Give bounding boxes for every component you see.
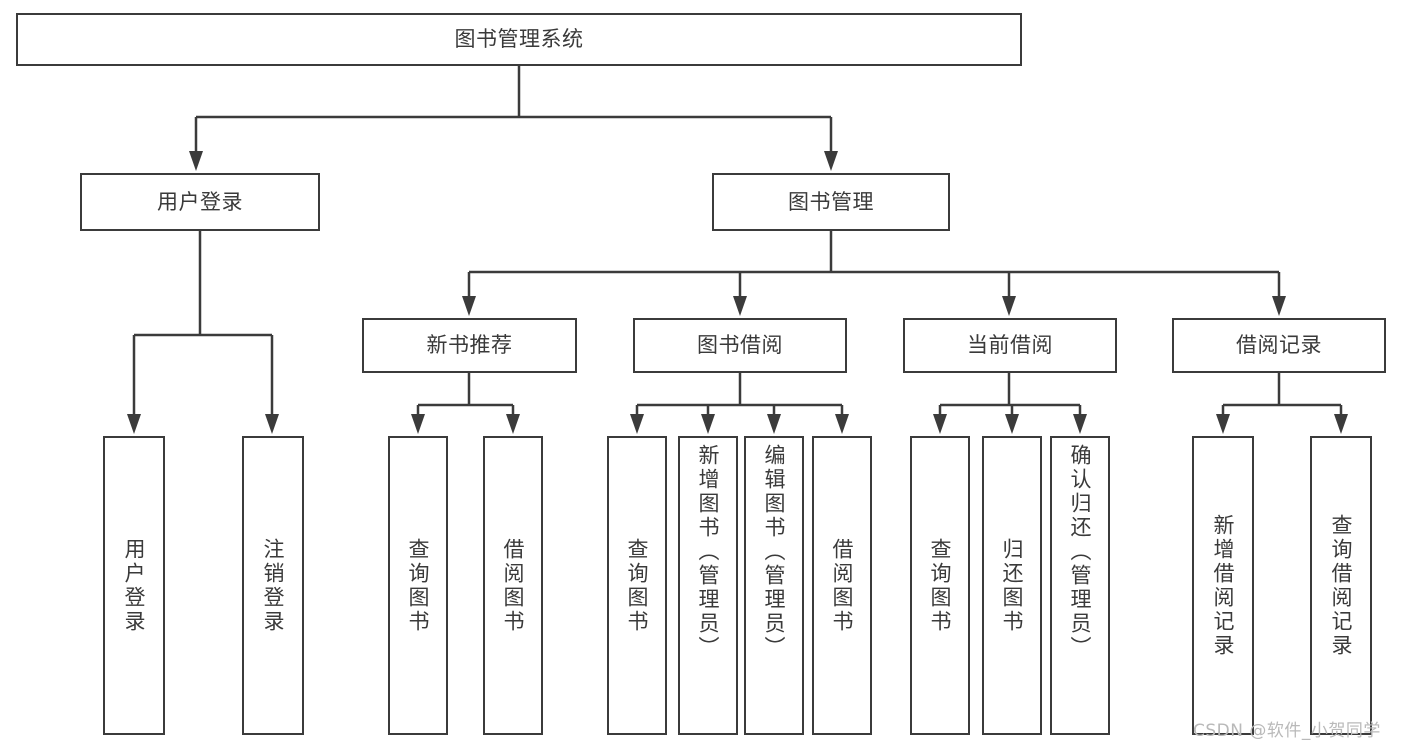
node-leaf-borrow-book-2[interactable]: 借阅图书 [812, 436, 872, 735]
node-label: 新增借阅记录 [1211, 513, 1236, 658]
watermark-text: CSDN @软件_小贺同学 [1193, 721, 1381, 741]
node-label: 查询图书 [928, 537, 953, 634]
node-leaf-logout-login[interactable]: 注销登录 [242, 436, 304, 735]
node-label: 借阅图书 [501, 537, 526, 634]
node-new-book-recommend[interactable]: 新书推荐 [362, 318, 577, 373]
node-label: 查询图书 [406, 537, 431, 634]
node-book-manage[interactable]: 图书管理 [712, 173, 950, 231]
node-book-borrow[interactable]: 图书借阅 [633, 318, 847, 373]
node-leaf-query-book-3[interactable]: 查询图书 [910, 436, 970, 735]
node-label: 借阅图书 [830, 537, 855, 634]
node-user-login[interactable]: 用户登录 [80, 173, 320, 231]
node-borrow-record[interactable]: 借阅记录 [1172, 318, 1386, 373]
node-label: 用户登录 [122, 537, 147, 634]
node-leaf-edit-book[interactable]: 编辑图书（管理员） [744, 436, 804, 735]
node-label: 借阅记录 [1236, 333, 1322, 358]
node-leaf-query-book-1[interactable]: 查询图书 [388, 436, 448, 735]
node-label: 用户登录 [157, 189, 243, 214]
node-label: 图书管理 [788, 189, 874, 214]
node-root[interactable]: 图书管理系统 [16, 13, 1022, 66]
node-label: 编辑图书（管理员） [762, 444, 787, 660]
node-label: 注销登录 [261, 537, 286, 634]
node-leaf-return-book[interactable]: 归还图书 [982, 436, 1042, 735]
node-leaf-add-borrow-record[interactable]: 新增借阅记录 [1192, 436, 1254, 735]
node-label: 图书管理系统 [454, 27, 584, 52]
node-leaf-user-login[interactable]: 用户登录 [103, 436, 165, 735]
node-label: 归还图书 [1000, 537, 1025, 634]
node-label: 查询图书 [625, 537, 650, 634]
node-label: 确认归还（管理员） [1068, 444, 1093, 660]
node-leaf-query-book-2[interactable]: 查询图书 [607, 436, 667, 735]
node-leaf-confirm-return[interactable]: 确认归还（管理员） [1050, 436, 1110, 735]
node-leaf-query-borrow-record[interactable]: 查询借阅记录 [1310, 436, 1372, 735]
node-label: 新增图书（管理员） [696, 444, 721, 660]
node-label: 新书推荐 [426, 333, 513, 358]
node-leaf-add-book[interactable]: 新增图书（管理员） [678, 436, 738, 735]
node-label: 查询借阅记录 [1329, 513, 1354, 658]
node-label: 当前借阅 [967, 333, 1053, 358]
node-current-borrow[interactable]: 当前借阅 [903, 318, 1117, 373]
node-leaf-borrow-book-1[interactable]: 借阅图书 [483, 436, 543, 735]
node-label: 图书借阅 [697, 333, 783, 358]
